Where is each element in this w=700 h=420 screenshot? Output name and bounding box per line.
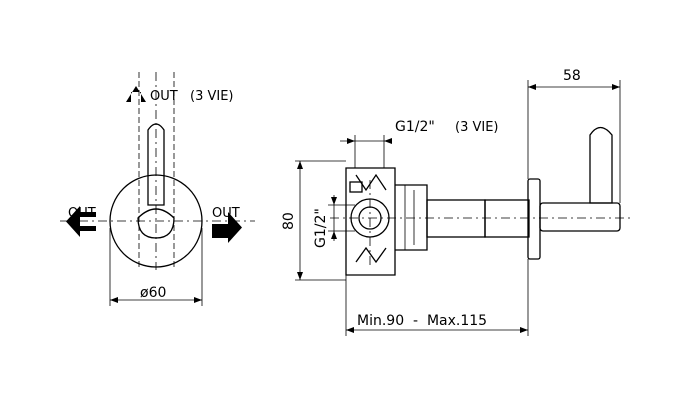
handle-stem	[539, 202, 621, 232]
front-view: OUT (3 VIE) OUT OUT ø60	[60, 72, 255, 306]
label-three-vie-top: (3 VIE)	[190, 89, 234, 104]
label-out-top: OUT	[150, 89, 178, 104]
out-right-arrow-icon	[212, 212, 242, 243]
g12-arrow-left-icon	[347, 138, 355, 144]
height-arrow-top-icon	[297, 161, 303, 169]
g12v-arrow-top-icon	[331, 197, 337, 205]
port-inner-circle	[358, 206, 382, 230]
g12-arrow-right-icon	[384, 138, 392, 144]
out-top-arrow-icon	[126, 86, 146, 102]
range-arrow-right-icon	[520, 327, 528, 333]
label-diameter: ø60	[140, 285, 166, 301]
label-out-left: OUT	[68, 206, 96, 221]
port-outer-circle	[350, 198, 390, 238]
label-out-right: OUT	[212, 206, 240, 221]
rosette-side	[527, 178, 541, 260]
handle-lever-side	[589, 126, 613, 204]
body-small-box	[349, 181, 363, 193]
extension-2	[484, 199, 530, 238]
label-three-vie-side: (3 VIE)	[455, 120, 499, 135]
label-thread-vertical: G1/2"	[313, 208, 329, 248]
label-height: 80	[281, 212, 297, 230]
height-arrow-bottom-icon	[297, 272, 303, 280]
diameter-arrow-right-icon	[194, 297, 202, 303]
depth-arrow-left-icon	[528, 84, 536, 90]
depth-arrow-right-icon	[612, 84, 620, 90]
extension-1	[426, 199, 486, 238]
front-handle-base	[137, 208, 175, 239]
front-handle	[147, 123, 165, 206]
label-thread-top: G1/2"	[395, 119, 435, 135]
label-range: Min.90 - Max.115	[357, 313, 487, 329]
side-view: G1/2" (3 VIE) G1/2" 80 58 Min.90 - Max.1…	[281, 68, 630, 336]
diameter-arrow-left-icon	[110, 297, 118, 303]
front-rosette-circle	[109, 174, 203, 268]
valve-neck	[395, 184, 428, 251]
out-left-arrow-icon	[66, 206, 96, 237]
g12v-arrow-bottom-icon	[331, 231, 337, 239]
range-arrow-left-icon	[346, 327, 354, 333]
body-wing-bottom	[355, 246, 387, 264]
valve-body	[345, 167, 396, 276]
label-depth: 58	[563, 68, 581, 84]
